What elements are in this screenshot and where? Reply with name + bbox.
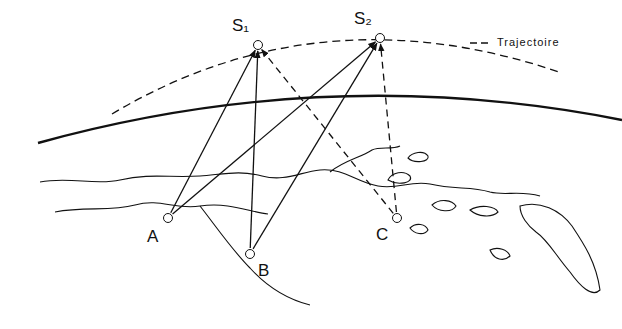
trajectory-label: Trajectoire bbox=[496, 37, 561, 48]
point-label: S₂ bbox=[354, 10, 372, 27]
trajectory-leader bbox=[470, 42, 492, 43]
station-point: S₂ bbox=[375, 33, 385, 43]
signal-line bbox=[250, 51, 258, 248]
signal-line bbox=[253, 43, 377, 249]
point-label: S₁ bbox=[232, 17, 249, 34]
horizon-line bbox=[38, 96, 622, 143]
station-point: S₁ bbox=[253, 40, 263, 50]
signal-line bbox=[381, 44, 397, 212]
station-point: C bbox=[392, 213, 402, 223]
station-point: B bbox=[245, 249, 255, 259]
signal-line bbox=[171, 50, 255, 212]
station-point: A bbox=[163, 213, 173, 223]
point-label: B bbox=[258, 262, 269, 279]
point-label: C bbox=[376, 226, 388, 243]
signal-line bbox=[262, 50, 393, 214]
trajectory-line bbox=[112, 40, 562, 114]
point-label: A bbox=[147, 228, 158, 245]
signal-line bbox=[173, 42, 376, 214]
coastlines bbox=[40, 146, 600, 305]
